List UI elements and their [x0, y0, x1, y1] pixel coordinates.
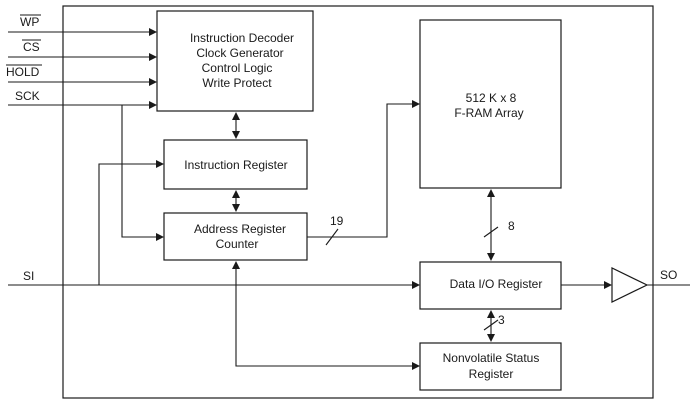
control-line-3: Control Logic [202, 61, 273, 75]
fram-array-block: 512 K x 8 F-RAM Array [419, 19, 562, 189]
pin-cs-label: CS [23, 40, 40, 54]
data-io-register-label: Data I/O Register [450, 277, 543, 291]
fram-array-box [419, 19, 562, 189]
address-register-box [163, 212, 308, 261]
address-bus-tick [325, 228, 339, 246]
status-bus-arrow-up [487, 310, 495, 318]
status-register-line-1: Nonvolatile Status [443, 351, 540, 365]
data-bus-width: 8 [508, 219, 515, 233]
status-register-box [419, 342, 562, 391]
pin-hold: HOLD [6, 64, 157, 86]
si-to-data-io-arrow [412, 281, 420, 289]
si-to-instruction-wire [98, 163, 158, 285]
control-instruction-arrow-up [232, 112, 240, 120]
pin-hold-label: HOLD [6, 65, 40, 79]
status-bus-arrow-down [487, 334, 495, 342]
data-io-register-block: Data I/O Register [419, 261, 562, 310]
pin-so-label: SO [660, 268, 677, 282]
address-status-wire [235, 267, 414, 367]
pin-wp-label: WP [20, 15, 39, 29]
address-status-arrow-right [412, 362, 420, 370]
si-to-instruction-arrow [156, 160, 164, 168]
control-block: Instruction Decoder Clock Generator Cont… [156, 10, 314, 112]
status-bus-width: 3 [498, 313, 505, 327]
pin-wp-arrow [149, 28, 157, 36]
data-io-register-box [419, 261, 562, 310]
pin-cs: CS [8, 39, 157, 61]
control-line-2: Clock Generator [196, 46, 283, 60]
array-size-label: 512 K x 8 [466, 91, 517, 105]
sck-to-address-arrow [156, 233, 164, 241]
pin-cs-arrow [149, 53, 157, 61]
instruction-register-label: Instruction Register [184, 158, 287, 172]
pin-si-label: SI [23, 269, 34, 283]
instruction-address-arrow-down [232, 204, 240, 212]
instruction-address-arrow-up [232, 190, 240, 198]
address-bus-arrow [412, 100, 420, 108]
data-bus-tick [483, 226, 499, 238]
data-bus-arrow-up [487, 189, 495, 197]
status-bus-tick [483, 319, 499, 331]
data-bus-arrow-down [487, 253, 495, 261]
pin-sck-label: SCK [15, 89, 40, 103]
pin-sck: SCK [8, 89, 157, 109]
sck-to-address-wire [121, 105, 158, 238]
address-bus-width: 19 [330, 214, 344, 228]
pin-wp: WP [8, 14, 157, 36]
address-register-block: Address Register Counter [163, 212, 308, 261]
control-line-1: Instruction Decoder [190, 31, 294, 45]
address-register-line-1: Address Register [194, 222, 286, 236]
control-block-box [156, 10, 314, 112]
pin-sck-arrow [149, 101, 157, 109]
control-line-4: Write Protect [202, 76, 272, 90]
address-status-arrow-up [232, 261, 240, 269]
control-instruction-arrow-down [232, 131, 240, 139]
instruction-register-block: Instruction Register [163, 139, 308, 190]
pin-hold-arrow [149, 78, 157, 86]
output-buffer-icon [611, 267, 649, 303]
data-io-to-buffer-arrow [604, 281, 612, 289]
array-type-label: F-RAM Array [454, 106, 523, 120]
address-bus-wire [307, 103, 414, 238]
address-register-line-2: Counter [216, 237, 259, 251]
status-register-block: Nonvolatile Status Register [419, 342, 562, 391]
status-register-line-2: Register [469, 367, 514, 381]
chip-outline [62, 5, 654, 399]
instruction-register-box [163, 139, 308, 190]
